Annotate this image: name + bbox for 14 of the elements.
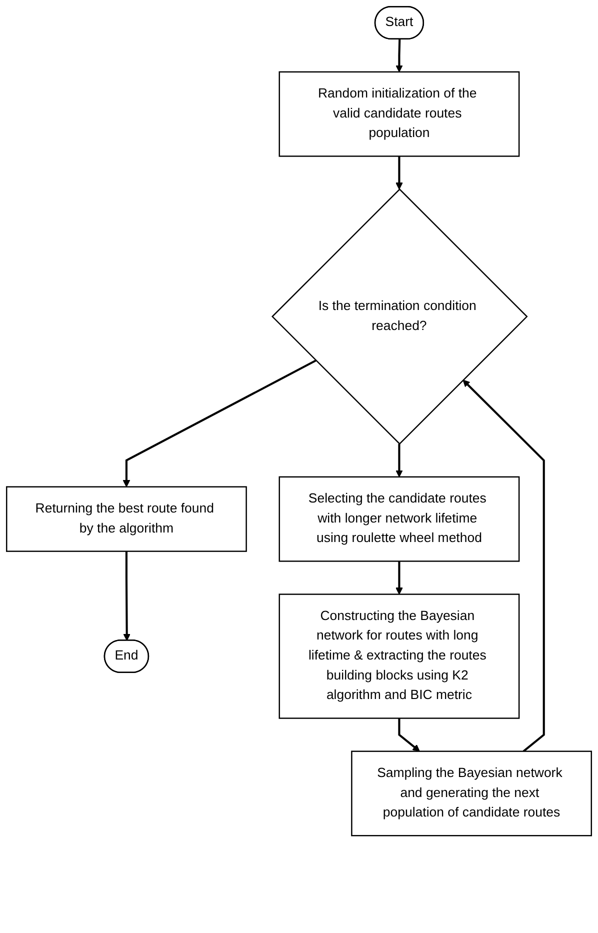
arrow	[396, 39, 403, 72]
node-box: Sampling the Bayesian network and generating the next population of candidate routes	[351, 750, 592, 836]
arrow	[398, 718, 420, 752]
arrow	[122, 360, 316, 488]
node-box: Random initialization of the valid candidate routes population	[278, 71, 520, 157]
arrow	[123, 551, 130, 641]
node-box: Selecting the candidate routes with longer network lifetime using roulette wheel method	[278, 476, 520, 562]
node-diamond: Is the termination condition reached?	[271, 188, 528, 445]
arrow	[396, 444, 403, 478]
arrow	[396, 561, 403, 595]
arrow	[462, 380, 545, 752]
node-box: Returning the best route found by the algorithm	[6, 486, 247, 552]
arrow	[396, 156, 403, 190]
node-box: Constructing the Bayesian network for routes with long lifetime & extracting the routes building blocks using K2 algorithm and BIC metric	[278, 594, 520, 719]
